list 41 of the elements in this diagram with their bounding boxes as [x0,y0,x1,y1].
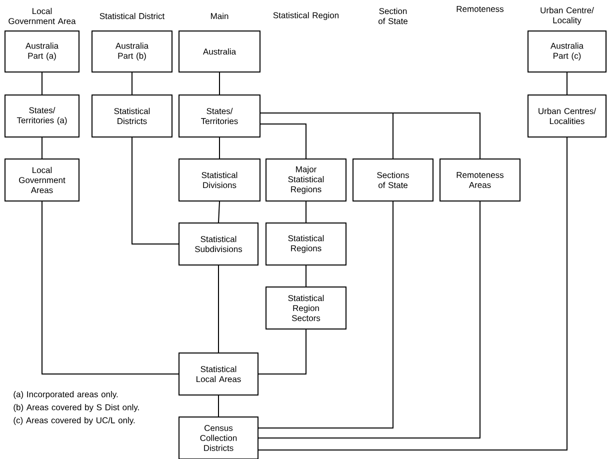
footnote: (b) Areas covered by S Dist only. [14,404,139,412]
connector-line [258,137,568,450]
column-heading: Remoteness [456,6,504,12]
hierarchy-box: Statistical Region Sectors [266,286,346,330]
connector-line [218,265,219,353]
hierarchy-box: Major Statistical Regions [266,158,346,202]
hierarchy-box: Australia Part (b) [92,30,172,72]
connector-line [260,112,480,159]
hierarchy-box: Census Collection Districts [178,416,258,459]
connector-line [219,137,220,159]
column-heading: Main [210,12,228,20]
hierarchy-box: Australia Part (a) [4,30,80,72]
hierarchy-box: Statistical Local Areas [178,352,258,396]
hierarchy-box: Local Government Areas [4,158,80,202]
hierarchy-box: Statistical Regions [266,222,346,266]
column-heading: Statistical District [100,12,165,20]
connector-line [260,124,306,159]
connector-line [42,201,179,374]
hierarchy-box: Remoteness Areas [440,158,520,202]
hierarchy-box: Sections of State [352,158,434,202]
hierarchy-box: Urban Centres/ Localities [528,94,606,138]
hierarchy-box: States/ Territories [178,94,260,138]
connector-line [258,329,306,374]
hierarchy-box: Statistical Districts [92,94,172,138]
hierarchy-box: Statistical Subdivisions [178,222,258,266]
connector-line [132,137,179,244]
hierarchy-box: Australia [178,30,260,72]
column-heading: Local Government Area [8,8,76,24]
footnote: (a) Incorporated areas only. [14,391,118,399]
connector-line [219,72,220,95]
connector-line [218,395,219,417]
connector-line [566,72,568,95]
hierarchy-box: States/ Territories (a) [4,94,80,138]
connector-line [258,201,480,438]
column-heading: Section of State [378,8,408,24]
hierarchy-box: Statistical Divisions [178,158,260,202]
footnote: (c) Areas covered by UC/L only. [14,417,135,425]
connector-line [218,201,220,223]
column-heading: Statistical Region [273,12,338,20]
connector-line [258,201,394,428]
hierarchy-box: Australia Part (c) [528,30,606,72]
